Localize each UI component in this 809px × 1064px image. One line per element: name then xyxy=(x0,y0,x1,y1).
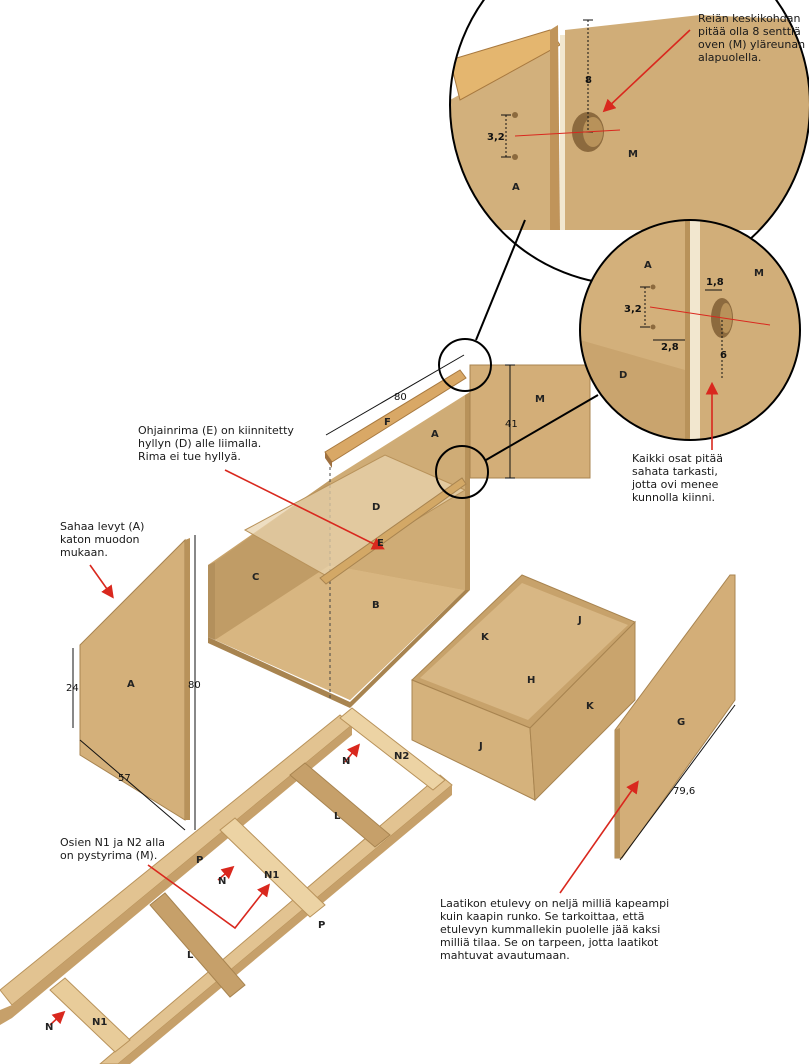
label-n1-mid: N1 xyxy=(264,870,279,881)
ladder-frame xyxy=(0,707,453,1064)
red-arrows xyxy=(49,29,719,1026)
rail-f xyxy=(324,369,467,468)
label-m-detail2: M xyxy=(754,268,764,279)
note-hole-center: Reiän keskikohdan pitää olla 8 senttiä o… xyxy=(698,12,806,64)
panel-a xyxy=(79,538,190,821)
drawer xyxy=(411,574,636,802)
label-n-mid: N xyxy=(218,876,226,887)
label-m-door: M xyxy=(535,394,545,405)
dim-hinge-offset: 1,8 xyxy=(706,277,724,288)
label-d-detail2: D xyxy=(619,370,627,381)
dim-hole-edge: 2,8 xyxy=(661,342,679,353)
note-guide-rail: Ohjainrima (E) on kiinnitetty hyllyn (D)… xyxy=(138,424,294,463)
dim-hole-spacing-right: 3,2 xyxy=(624,304,642,315)
callout-connectors xyxy=(435,219,599,499)
label-k-back: K xyxy=(481,632,490,643)
label-e: E xyxy=(377,538,384,549)
note-drawer-front: Laatikon etulevy on neljä milliä kapeamp… xyxy=(440,897,670,962)
label-c: C xyxy=(252,572,259,583)
label-p-left: P xyxy=(196,855,203,866)
dim-door-height: 41 xyxy=(505,419,518,430)
dim-hole-spacing-top: 3,2 xyxy=(487,132,505,143)
label-a-detail2: A xyxy=(644,260,652,271)
label-a-detail1: A xyxy=(512,182,520,193)
label-b: B xyxy=(372,600,380,611)
label-n-top: N xyxy=(342,756,350,767)
dim-door-hole-below: 6 xyxy=(720,350,727,361)
label-k-front: K xyxy=(586,701,595,712)
label-g: G xyxy=(677,717,685,728)
drawer-front-g xyxy=(614,574,736,859)
door-m xyxy=(469,364,591,479)
label-j-front: J xyxy=(478,741,483,752)
label-m-detail1: M xyxy=(628,149,638,160)
label-p-right: P xyxy=(318,920,325,931)
dim-panel-a-width: 57 xyxy=(118,773,131,784)
dimension-labels: 8 3,2 3,2 1,8 2,8 6 80 41 24 80 57 79,6 xyxy=(66,75,727,797)
dim-drawer-front-width: 79,6 xyxy=(673,786,695,797)
dim-panel-a-height: 80 xyxy=(188,680,201,691)
dim-panel-a-short: 24 xyxy=(66,683,79,694)
note-under-n1-n2: Osien N1 ja N2 alla on pystyrima (M). xyxy=(60,836,166,862)
note-cut-precisely: Kaikki osat pitää sahata tarkasti, jotta… xyxy=(632,452,723,504)
label-n-bottom: N xyxy=(45,1022,53,1033)
label-a-cabinet: A xyxy=(431,429,439,440)
label-l-top: L xyxy=(334,811,341,822)
detail-circle-right xyxy=(579,219,801,441)
dim-rail-length: 80 xyxy=(394,392,407,403)
note-saw-panels: Sahaa levyt (A) katon muodon mukaan. xyxy=(60,520,145,559)
label-n2: N2 xyxy=(394,751,409,762)
label-f: F xyxy=(384,417,391,428)
label-d: D xyxy=(372,502,380,513)
shelf-d xyxy=(243,454,467,585)
part-labels: A M A M D F A M D E C B A K J H K J G N … xyxy=(45,149,764,1033)
label-j-back: J xyxy=(577,615,582,626)
label-h: H xyxy=(527,675,535,686)
label-n1-bottom: N1 xyxy=(92,1017,107,1028)
dim-hole-from-top: 8 xyxy=(585,75,592,86)
dimension-lines xyxy=(72,354,736,861)
label-l-bottom: L xyxy=(187,950,194,961)
label-a-panel: A xyxy=(127,679,135,690)
